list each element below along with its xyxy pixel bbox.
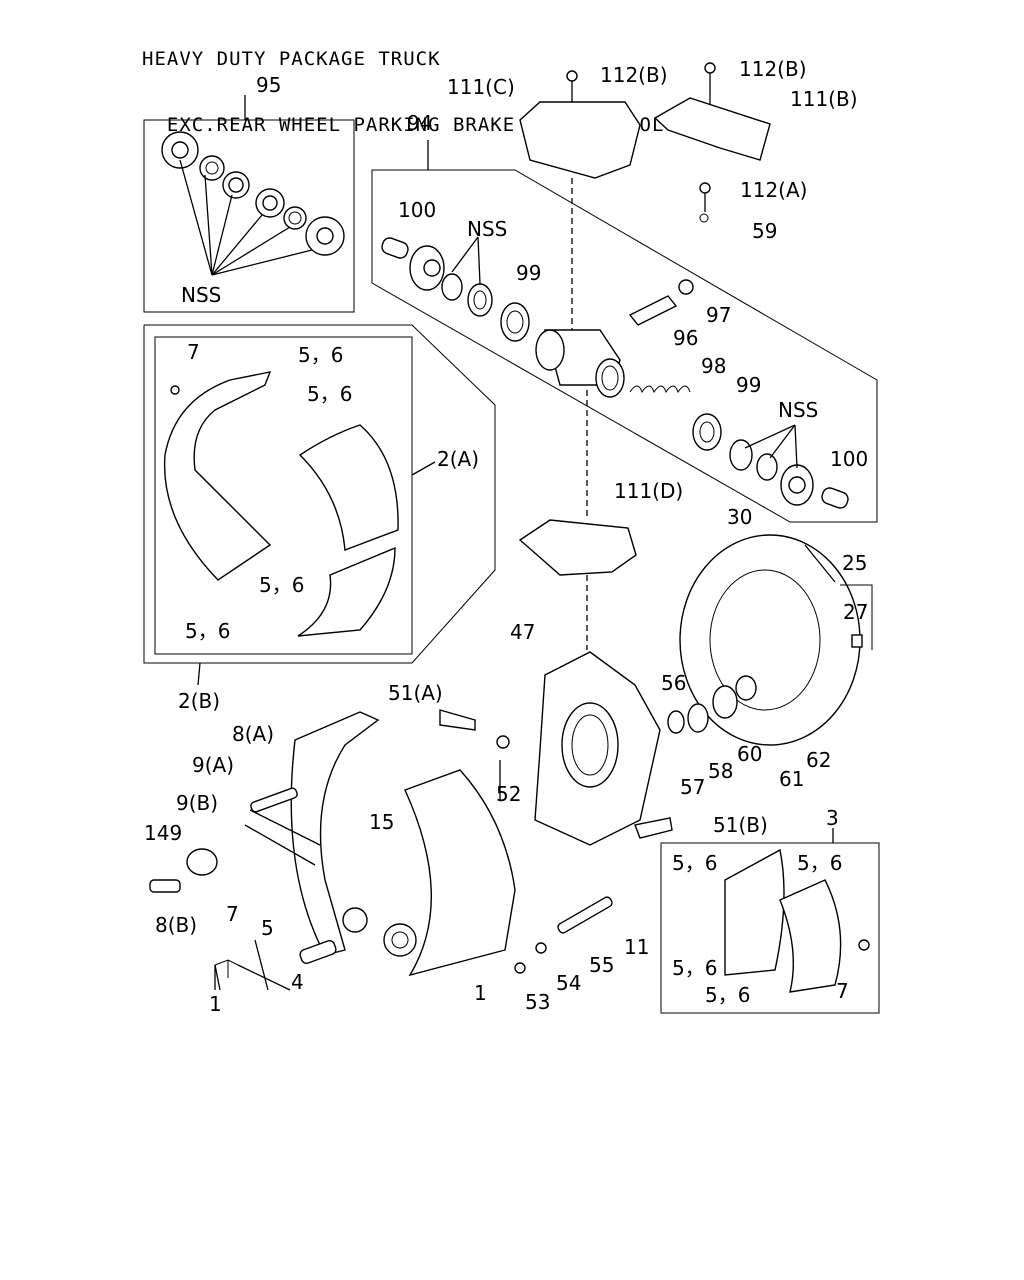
label-5: 5 — [261, 916, 274, 940]
label-nss-kit: NSS — [181, 283, 221, 307]
label-56: 56 — [661, 671, 686, 695]
label-59: 59 — [752, 219, 777, 243]
callout-labels: 95 NSS 111(C) 112(B) 112(B) 111(B) 94 11… — [144, 57, 868, 1016]
label-9b: 9(B) — [176, 791, 218, 815]
brake-shoes-main — [290, 711, 516, 977]
label-7-a: 7 — [187, 340, 200, 364]
springs-and-pins — [149, 675, 757, 974]
label-2a: 2(A) — [437, 447, 479, 471]
label-112a: 112(A) — [740, 178, 807, 202]
label-1-right: 1 — [474, 981, 487, 1005]
label-56-b: 5，6 — [307, 382, 352, 406]
label-2b: 2(B) — [178, 689, 220, 713]
label-56-e: 5，6 — [672, 851, 717, 875]
label-8a: 8(A) — [232, 722, 274, 746]
kit-95-box — [143, 95, 355, 313]
label-3: 3 — [826, 806, 839, 830]
label-25: 25 — [842, 551, 867, 575]
shoe-set-box — [143, 324, 496, 686]
label-56-g: 5，6 — [672, 956, 717, 980]
label-1-left: 1 — [209, 992, 222, 1016]
label-30: 30 — [727, 505, 752, 529]
plates-111 — [518, 62, 771, 650]
label-52: 52 — [496, 782, 521, 806]
label-98: 98 — [701, 354, 726, 378]
label-112b-1: 112(B) — [600, 63, 668, 87]
label-53: 53 — [525, 990, 550, 1014]
label-111c: 111(C) — [447, 75, 515, 99]
title-line-1: HEAVY DUTY PACKAGE TRUCK — [142, 48, 441, 70]
anchor-bracket — [534, 651, 661, 846]
label-100-top: 100 — [398, 198, 436, 222]
label-149: 149 — [144, 821, 182, 845]
label-7-c: 7 — [836, 979, 849, 1003]
label-56-d: 5，6 — [185, 619, 230, 643]
label-47: 47 — [510, 620, 535, 644]
label-111d: 111(D) — [614, 479, 683, 503]
label-15: 15 — [369, 810, 394, 834]
label-4: 4 — [291, 970, 304, 994]
label-112b-2: 112(B) — [739, 57, 807, 81]
label-99-bot: 99 — [736, 373, 761, 397]
wheel-cylinder-94 — [371, 140, 878, 523]
label-57: 57 — [680, 775, 705, 799]
leader-lines — [214, 760, 501, 991]
label-51a: 51(A) — [388, 681, 443, 705]
label-7-b: 7 — [226, 902, 239, 926]
label-56-a: 5，6 — [298, 343, 343, 367]
label-97: 97 — [706, 303, 731, 327]
label-56-h: 5，6 — [705, 983, 750, 1007]
label-8b: 8(B) — [155, 913, 197, 937]
label-nss-bot: NSS — [778, 398, 818, 422]
label-56-f: 5，6 — [797, 851, 842, 875]
label-11: 11 — [624, 935, 649, 959]
label-56-c: 5，6 — [259, 573, 304, 597]
label-95: 95 — [256, 73, 281, 97]
label-111b: 111(B) — [790, 87, 858, 111]
label-94: 94 — [407, 111, 432, 135]
label-58: 58 — [708, 759, 733, 783]
label-51b: 51(B) — [713, 813, 768, 837]
label-96: 96 — [673, 326, 698, 350]
label-62: 62 — [806, 748, 831, 772]
label-55: 55 — [589, 953, 614, 977]
label-54: 54 — [556, 971, 581, 995]
label-99-top: 99 — [516, 261, 541, 285]
label-100-bot: 100 — [830, 447, 868, 471]
label-27: 27 — [843, 600, 868, 624]
label-61: 61 — [779, 767, 804, 791]
label-9a: 9(A) — [192, 753, 234, 777]
shoe-set-3-box — [660, 828, 880, 1014]
label-60: 60 — [737, 742, 762, 766]
label-nss-top: NSS — [467, 217, 507, 241]
